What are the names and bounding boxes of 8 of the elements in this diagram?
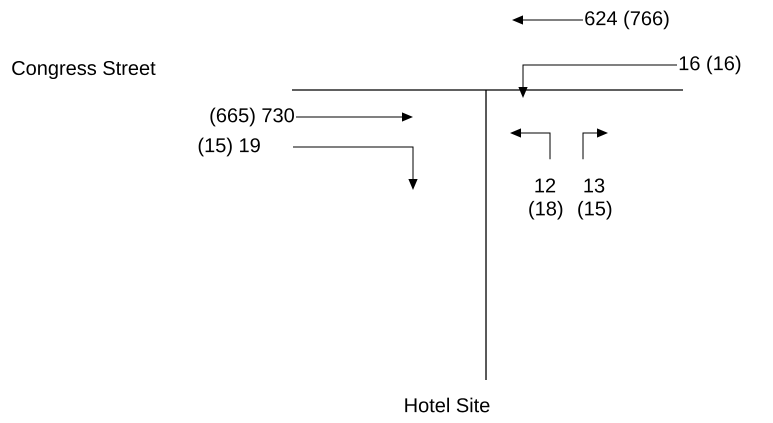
street-label: Hotel Site [405, 398, 490, 412]
volume-label: 12 (18) [529, 178, 562, 220]
volume-label: 16 (16) [680, 56, 740, 74]
volume-label: 624 (766) [585, 10, 669, 30]
street-label: Congress Street [12, 60, 156, 80]
volume-label: (15) 19 [198, 138, 260, 156]
volume-label: 13 (15) [578, 178, 612, 220]
volume-label: (665) 730 [210, 108, 294, 126]
